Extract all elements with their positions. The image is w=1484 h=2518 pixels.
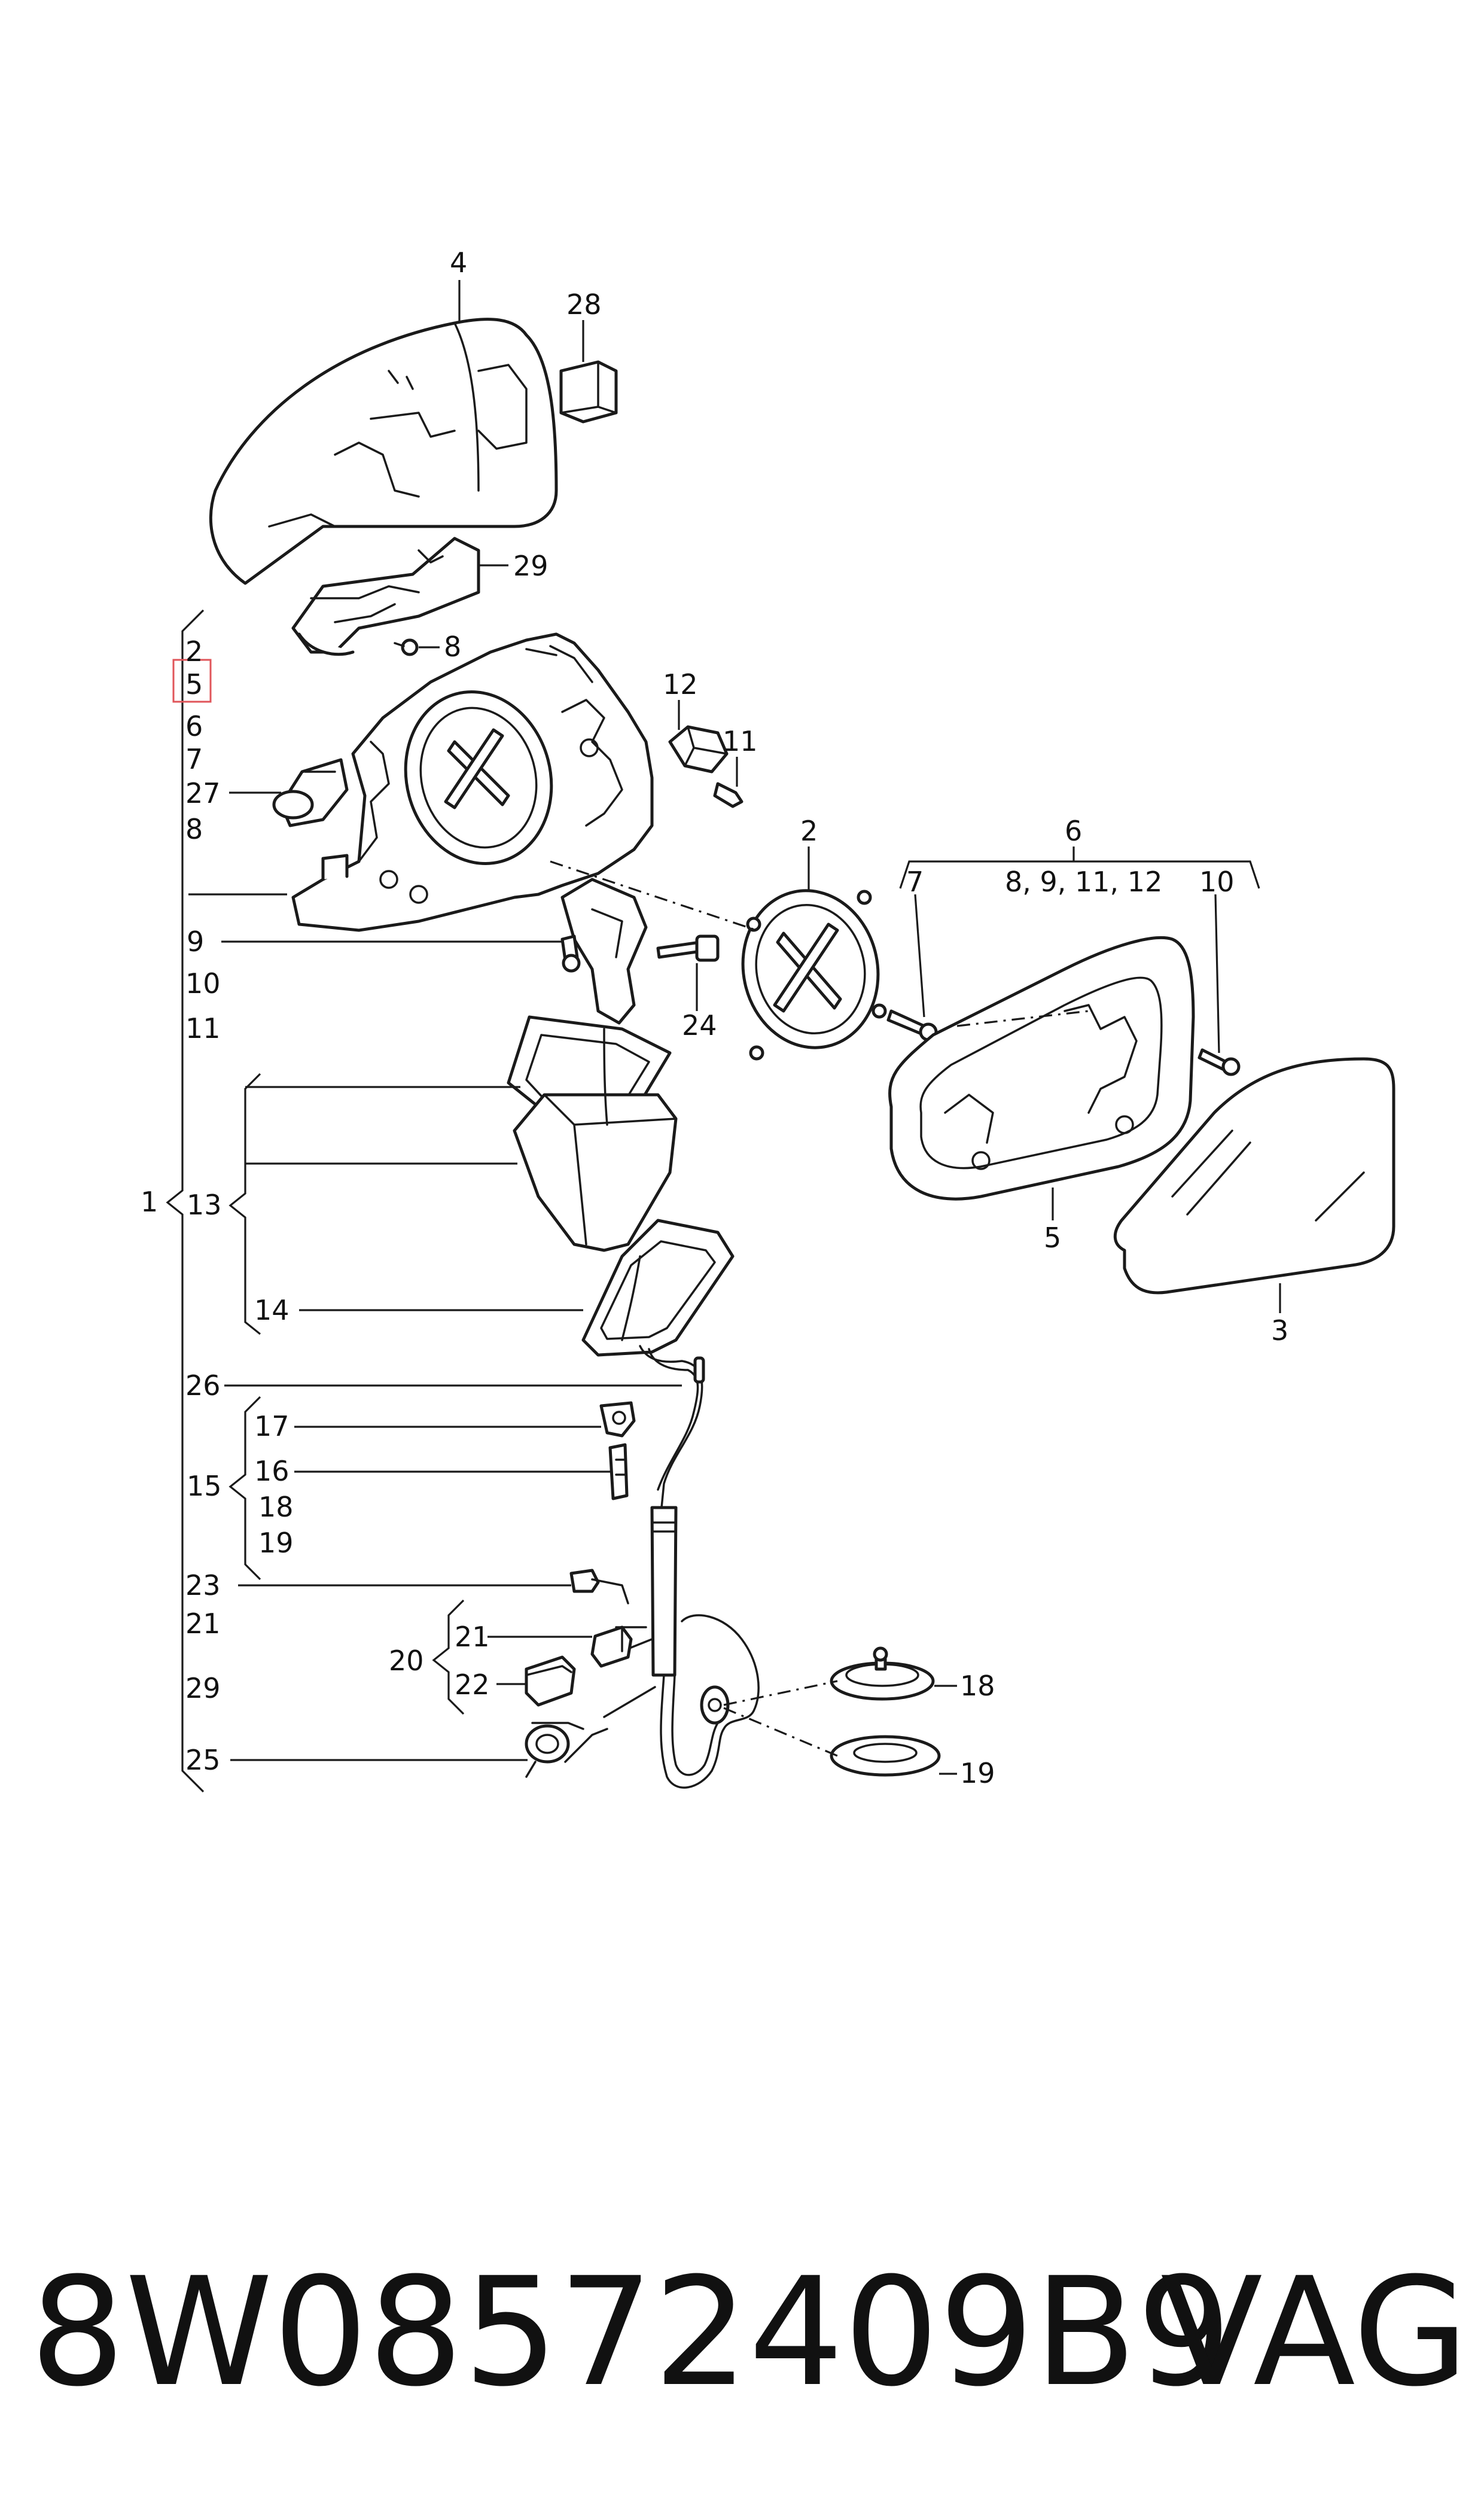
part-number: 8W08572409B9 [30, 2245, 1232, 2419]
callout-labels: 4 28 29 8 12 11 2 6 8, 9, 11, 12 7 10 24… [141, 246, 1288, 1789]
callout-6: 6 [1065, 815, 1082, 847]
clip-part-17 [599, 1401, 636, 1438]
callout-12: 12 [663, 668, 698, 701]
base-gasket-part-14 [581, 1219, 735, 1357]
assembly-dash-lines [550, 860, 1089, 1757]
seal-part-18 [830, 1646, 935, 1701]
callout-14: 14 [254, 1294, 290, 1326]
housing-backplate-part-5 [888, 936, 1195, 1201]
callout-19: 19 [960, 1757, 995, 1789]
callout-9: 9 [187, 925, 204, 958]
grommet-part-25 [525, 1722, 608, 1778]
callout-18-list: 18 [258, 1491, 294, 1523]
wiring-harness [603, 1345, 760, 1789]
callout-29-list: 29 [185, 1672, 221, 1704]
connector-part-22 [525, 1655, 576, 1707]
screw-part-10 [1197, 1048, 1241, 1076]
clip-part-16 [608, 1443, 629, 1500]
callout-7: 7 [906, 866, 924, 898]
indicator-bracket-part-29 [291, 537, 480, 656]
callout-13: 13 [187, 1189, 222, 1221]
callout-25: 25 [185, 1744, 221, 1776]
footer: 8W08572409B9 VAG [30, 2245, 1468, 2419]
screw-part-7 [886, 1009, 938, 1042]
callout-29-top: 29 [513, 550, 548, 582]
mirror-glass-part-3 [1113, 1057, 1395, 1295]
callout-2: 2 [800, 815, 818, 847]
callout-23: 23 [185, 1569, 221, 1601]
callout-1: 1 [141, 1186, 158, 1218]
mirror-foot-arm [560, 878, 648, 1025]
list-item-7: 7 [185, 743, 203, 775]
puddle-lamp-part-27 [272, 758, 349, 827]
seal-part-19 [830, 1735, 941, 1777]
screw-part-8 [394, 638, 419, 656]
callout-8-top: 8 [444, 631, 461, 663]
callout-11: 11 [723, 725, 758, 757]
list-item-10: 10 [185, 967, 221, 1000]
list-item-11: 11 [185, 1012, 221, 1045]
callout-22: 22 [455, 1668, 490, 1701]
callout-10: 10 [1199, 866, 1235, 898]
callout-3: 3 [1271, 1314, 1288, 1347]
callout-15: 15 [187, 1470, 222, 1502]
callout-5: 5 [1044, 1222, 1061, 1254]
list-item-6: 6 [185, 710, 203, 742]
screw-part-24 [656, 934, 720, 962]
highlight-box [172, 659, 212, 703]
list-item-5: 5 [185, 668, 203, 701]
list-item-2: 2 [185, 635, 203, 668]
callout-20: 20 [389, 1645, 424, 1677]
assembly-brackets [166, 609, 465, 1793]
callout-18: 18 [960, 1670, 995, 1702]
callout-24: 24 [682, 1009, 717, 1042]
brand-label: VAG [1160, 2245, 1468, 2419]
mirror-cap-part-4 [209, 318, 558, 585]
foot-cover-part-13 [507, 1015, 678, 1252]
list-item-8: 8 [185, 813, 203, 845]
callout-4: 4 [450, 246, 467, 279]
callout-21-list: 21 [185, 1607, 221, 1640]
leader-lines [188, 280, 1281, 1775]
callout-26: 26 [185, 1369, 221, 1402]
mirror-housing [291, 632, 654, 932]
adjuster-plate-part-2 [741, 889, 887, 1061]
connector-part-23 [569, 1569, 629, 1604]
connector-part-21 [590, 1625, 633, 1668]
callout-19-list: 19 [258, 1527, 294, 1559]
callout-6-sub: 8, 9, 11, 12 [1005, 866, 1162, 898]
callout-21: 21 [455, 1621, 490, 1653]
clip-part-28 [559, 360, 618, 424]
clip-part-12 [668, 725, 729, 774]
callout-16: 16 [254, 1455, 290, 1487]
screw-part-9 [560, 934, 581, 973]
screw-part-11 [713, 782, 743, 808]
callout-27: 27 [185, 777, 221, 809]
callout-17: 17 [254, 1410, 290, 1442]
callout-28: 28 [566, 288, 602, 321]
